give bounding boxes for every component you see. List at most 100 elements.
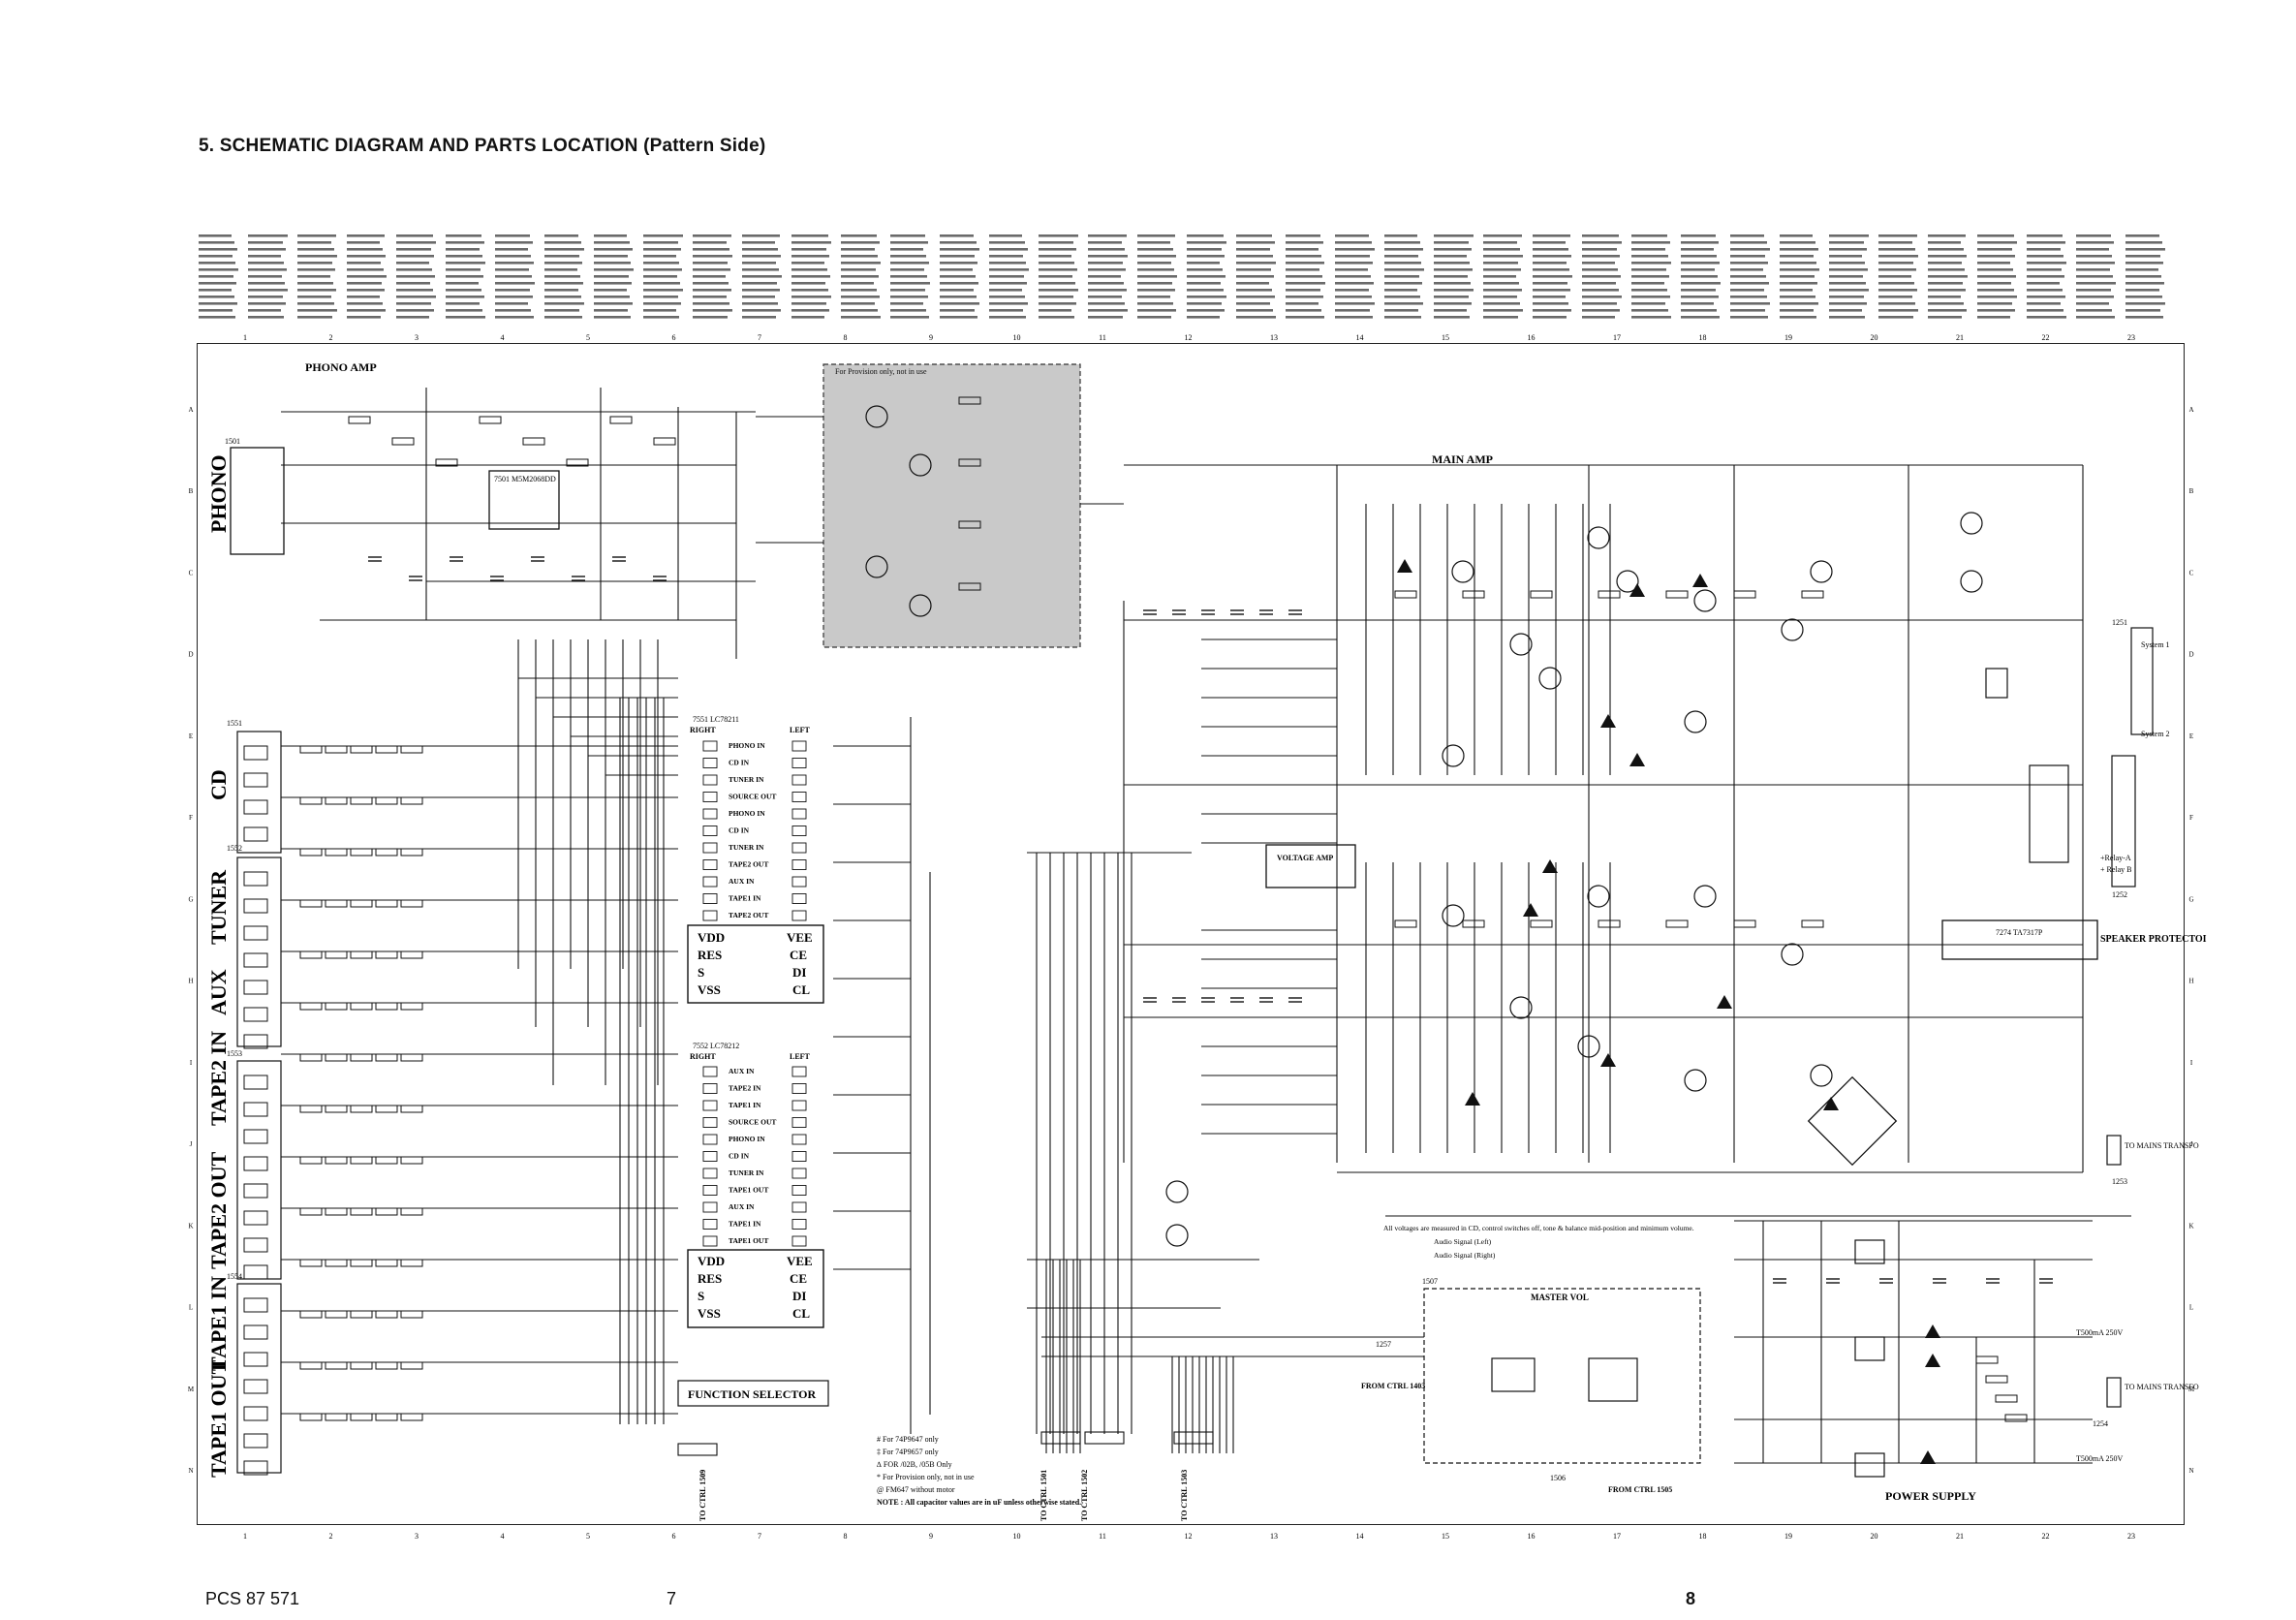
- selector-switch-right: [702, 1151, 718, 1162]
- parts-index-entry: [742, 302, 778, 305]
- parts-index-entry: [2125, 302, 2165, 305]
- parts-index-entry: [940, 275, 976, 278]
- parts-index-entry: [1977, 309, 2015, 312]
- resistor: [299, 1053, 323, 1062]
- parts-index-entry: [1039, 309, 1071, 312]
- ctrl-connector: [1040, 1431, 1081, 1445]
- jack-socket: [243, 1210, 268, 1226]
- parts-index-entry: [1187, 282, 1221, 285]
- resistor: [400, 1361, 423, 1370]
- resistor: [350, 1156, 373, 1165]
- parts-index-entry: [594, 255, 628, 258]
- selector-switch-right: [702, 758, 718, 768]
- input-label-tape2-in: TAPE2 IN: [206, 1031, 231, 1126]
- parts-index-entry: [1335, 289, 1369, 292]
- transistor: [1577, 1035, 1600, 1058]
- transistor: [1451, 560, 1474, 583]
- jack-socket: [243, 799, 268, 815]
- transistor: [1960, 512, 1983, 535]
- parts-index-entry: [1780, 262, 1816, 265]
- input-label-aux: AUX: [206, 969, 231, 1015]
- jack-socket: [243, 980, 268, 995]
- resistor: [522, 437, 545, 446]
- parts-index-entry: [1187, 262, 1220, 265]
- parts-index-entry: [297, 248, 334, 251]
- parts-index-entry: [989, 282, 1027, 285]
- parts-index-entry: [396, 302, 431, 305]
- parts-index-entry: [1137, 275, 1177, 278]
- grid-row-left-label: C: [189, 569, 194, 576]
- voltage-note: All voltages are measured in CD, control…: [1383, 1224, 1694, 1232]
- parts-index-entry: [248, 282, 285, 285]
- parts-index-entry: [1483, 234, 1522, 237]
- parts-index-entry: [2027, 241, 2065, 244]
- parts-index-entry: [1582, 316, 1615, 319]
- parts-index-entry: [2076, 234, 2111, 237]
- parts-index-entry: [1878, 248, 1915, 251]
- parts-index-entry: [1137, 248, 1173, 251]
- grid-col-top-label: 2: [329, 333, 333, 342]
- resistor: [1665, 919, 1689, 928]
- selector-row-label: TAPE1 IN: [729, 1101, 761, 1109]
- grid-col-bottom-label: 1: [243, 1532, 247, 1541]
- parts-index-entry: [2027, 296, 2065, 298]
- selector-row-label: TUNER IN: [729, 843, 764, 852]
- grid-row-right-label: M: [2188, 1386, 2195, 1393]
- voltage-amp-label: VOLTAGE AMP: [1277, 854, 1333, 862]
- parts-index-entry: [594, 316, 631, 319]
- selector-switch-left: [791, 893, 807, 904]
- audio-right-note: Audio Signal (Right): [1434, 1251, 1496, 1260]
- parts-index-entry: [1582, 275, 1621, 278]
- parts-index-entry: [643, 262, 679, 265]
- parts-index-entry: [2125, 316, 2163, 319]
- resistor: [350, 1002, 373, 1011]
- parts-index-entry: [693, 275, 726, 278]
- parts-index-entry: [248, 262, 284, 265]
- parts-index-entry: [544, 248, 584, 251]
- to-mains-1: TO MAINS TRANSFO: [2125, 1141, 2199, 1150]
- selector-switch-right: [702, 1066, 718, 1077]
- resistor: [400, 1259, 423, 1267]
- phono-amp-ic: [488, 470, 560, 530]
- parts-index-entry: [1384, 289, 1417, 292]
- output-terminal-1251: [2130, 627, 2154, 735]
- parts-index-entry: [2076, 309, 2112, 312]
- resistor: [400, 950, 423, 959]
- selector-switch-left: [791, 1083, 807, 1094]
- grid-col-top-label: 5: [586, 333, 590, 342]
- jack-socket: [243, 925, 268, 941]
- transistor: [1442, 744, 1465, 767]
- parts-index-entry: [347, 241, 380, 244]
- pin-di-b: DI: [792, 1289, 806, 1303]
- parts-index-entry: [940, 262, 977, 265]
- parts-index-entry: [989, 241, 1025, 244]
- parts-index-entry: [989, 309, 1023, 312]
- resistor: [1733, 590, 1756, 599]
- selector-row-label: TAPE2 IN: [729, 1084, 761, 1093]
- parts-index-entry: [1384, 262, 1421, 265]
- selector-row-label: PHONO IN: [729, 809, 765, 818]
- parts-index-entry: [1236, 316, 1276, 319]
- parts-index-entry: [1681, 268, 1715, 271]
- parts-index-entry: [594, 296, 630, 298]
- parts-index-entry: [2076, 282, 2116, 285]
- selector-switch-left: [791, 1168, 807, 1179]
- function-selector-box: [677, 1380, 829, 1407]
- parts-index-entry: [248, 268, 287, 271]
- parts-index-entry: [1088, 268, 1126, 271]
- selector-row-label: CD IN: [729, 759, 750, 767]
- parts-index-entry: [199, 289, 232, 292]
- parts-index-entry: [890, 282, 930, 285]
- parts-index-entry: [495, 268, 529, 271]
- parts-index-entry: [1137, 268, 1174, 271]
- parts-index-entry: [2027, 268, 2062, 271]
- schematic-frame: [197, 343, 2185, 1525]
- resistor: [325, 899, 348, 908]
- parts-index-entry: [544, 275, 580, 278]
- parts-index-entry: [1434, 248, 1472, 251]
- parts-index-entry: [841, 262, 881, 265]
- selector-switch-right: [702, 1168, 718, 1179]
- resistor: [2004, 1414, 2028, 1422]
- parts-index-entry: [594, 289, 627, 292]
- parts-index-entry: [1829, 234, 1869, 237]
